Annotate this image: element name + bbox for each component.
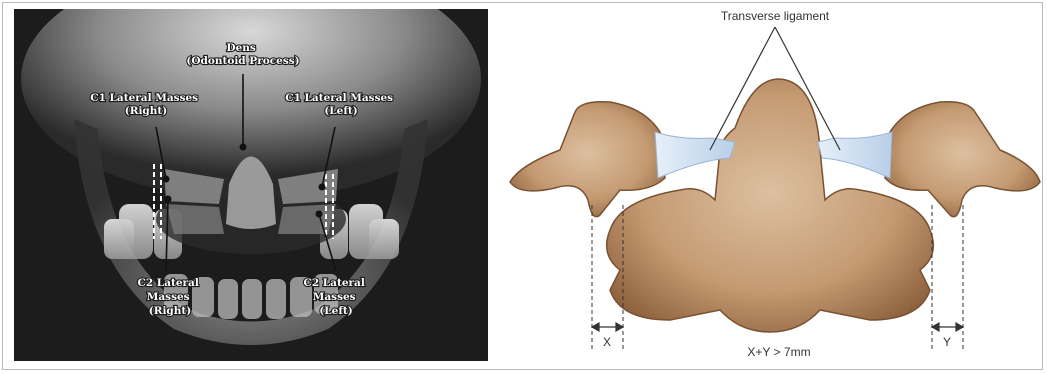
c1-right-label-line1: C1 Lateral Masses	[90, 92, 198, 104]
c1-left-label-line2: (Left)	[324, 105, 357, 117]
c1-left-label-line1: C1 Lateral Masses	[285, 92, 393, 104]
axis-c2-bone	[607, 79, 934, 332]
x-measure-label: X	[603, 335, 611, 349]
dens-label-line2: (Odontoid Process)	[186, 55, 299, 67]
y-measure-label: Y	[943, 335, 951, 349]
xray-image: Dens (Odontoid Process) C1 Lateral Masse…	[14, 9, 488, 361]
transverse-ligament-right	[818, 132, 892, 178]
c1-right-label-line2: (Right)	[125, 105, 167, 117]
c2-right-label-line1: C2 Lateral	[137, 277, 198, 289]
c2-right-label-line2: Masses	[147, 291, 190, 303]
c2-right-label-line3: (Right)	[149, 305, 191, 317]
formula-label: X+Y > 7mm	[747, 345, 810, 359]
c2-left-label-line2: Masses	[313, 291, 356, 303]
atlas-c1-right-mass	[885, 102, 1040, 217]
atlas-c1-left-mass	[510, 102, 665, 217]
dens-label-line1: Dens	[227, 42, 256, 54]
transverse-ligament-label: Transverse ligament	[721, 9, 830, 23]
c2-left-label-line3: (Left)	[319, 305, 352, 317]
atlas-axis-diagram: Transverse ligament X Y X+Y > 7mm	[500, 0, 1047, 374]
c2-left-label-line1: C2 Lateral	[303, 277, 364, 289]
